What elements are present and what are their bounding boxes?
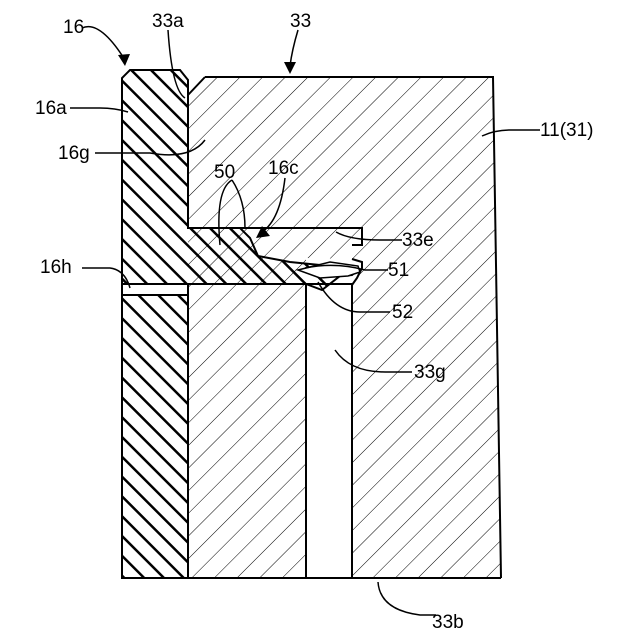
label-16g: 16g — [58, 143, 90, 164]
gap-33g — [306, 284, 352, 578]
label-33b: 33b — [432, 612, 464, 633]
arrow-16 — [118, 54, 130, 66]
label-16c: 16c — [268, 158, 299, 179]
housing-lower-left-block — [188, 284, 306, 578]
leader-33b — [378, 582, 436, 615]
label-11-31: 11(31) — [540, 120, 594, 141]
arrow-33 — [284, 62, 296, 74]
boundary-16h — [122, 284, 188, 295]
label-52: 52 — [392, 302, 413, 323]
label-33e: 33e — [402, 230, 434, 251]
label-51: 51 — [388, 260, 409, 281]
label-33: 33 — [290, 11, 311, 32]
label-16: 16 — [63, 17, 84, 38]
leader-16a — [70, 108, 128, 112]
seal-16-lower — [122, 295, 188, 578]
label-16h: 16h — [40, 257, 72, 278]
label-33a: 33a — [152, 11, 184, 32]
leader-33 — [290, 30, 298, 66]
label-33g: 33g — [414, 362, 446, 383]
label-16a: 16a — [35, 98, 67, 119]
label-50: 50 — [214, 162, 235, 183]
